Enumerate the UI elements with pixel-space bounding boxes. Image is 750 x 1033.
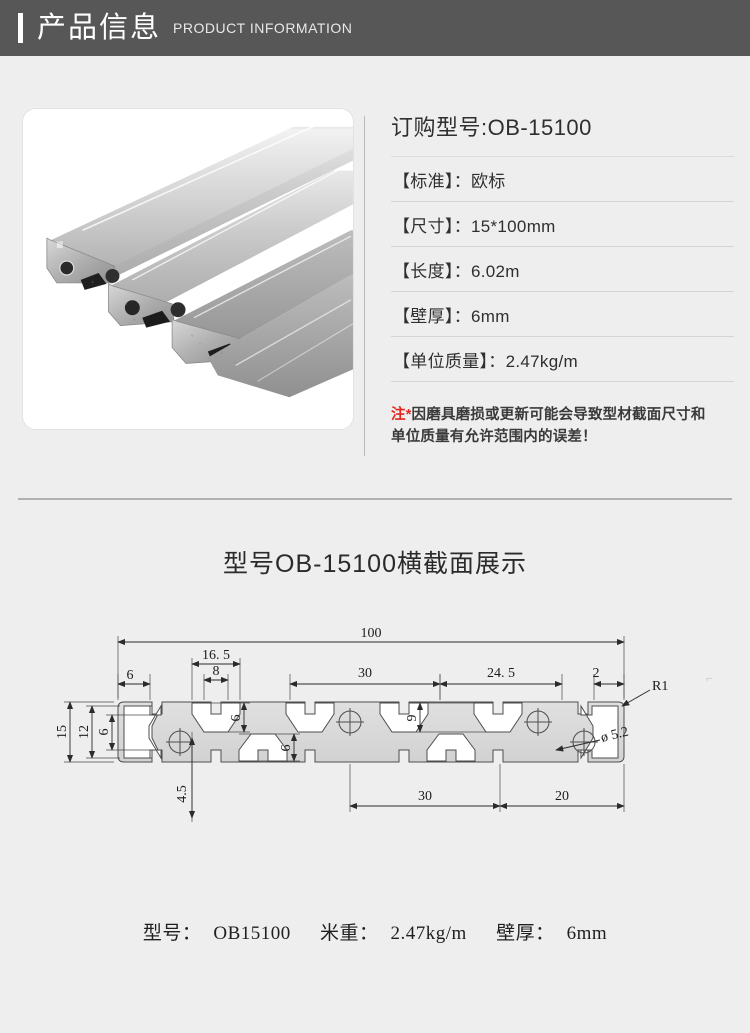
header-title-en: PRODUCT INFORMATION xyxy=(173,19,353,36)
spec-key: 【尺寸】： xyxy=(393,217,471,236)
spec-table: 【标准】：欧标 【尺寸】：15*100mm 【长度】：6.02m 【壁厚】：6m… xyxy=(391,156,734,382)
caption-thickness-value: 6mm xyxy=(566,923,608,944)
dim-slot-depth-right: 9 xyxy=(405,715,420,722)
page-header: 产品信息 PRODUCT INFORMATION xyxy=(0,0,750,56)
dim-height-total: 15 xyxy=(55,725,70,739)
dim-radius: R1 xyxy=(652,679,668,694)
technical-drawing-svg: 100 16. 5 8 6 30 24. 5 2 R1 xyxy=(55,626,712,822)
dim-hole-diameter: ø 5.2 xyxy=(599,725,630,746)
dim-right-edge: 2 xyxy=(593,666,600,681)
note-text: 因磨具磨损或更新可能会导致型材截面尺寸和单位质量有允许范围内的误差！ xyxy=(391,407,706,446)
product-spec-column: 订购型号:OB-15100 【标准】：欧标 【尺寸】：15*100mm 【长度】… xyxy=(365,108,734,464)
cross-section-drawing: 100 16. 5 8 6 30 24. 5 2 R1 xyxy=(0,622,750,892)
dim-pitch-2: 24. 5 xyxy=(487,666,515,681)
caption-thickness-key: 壁厚： xyxy=(496,923,555,944)
section-vertical-divider xyxy=(364,116,365,456)
spec-key: 【壁厚】： xyxy=(393,307,471,326)
disclaimer-note: 注*因磨具磨损或更新可能会导致型材截面尺寸和单位质量有允许范围内的误差！ xyxy=(391,404,713,449)
header-title-cn: 产品信息 xyxy=(37,11,162,44)
caption-model: 型号： OB15100 xyxy=(137,923,297,944)
caption-weight-key: 米重： xyxy=(320,923,379,944)
dim-pitch-1: 30 xyxy=(358,666,372,681)
spec-value: 6.02m xyxy=(471,262,520,281)
product-photo-card xyxy=(22,108,354,430)
dim-slot-inner: 8 xyxy=(213,664,220,679)
dim-total-width: 100 xyxy=(361,626,382,641)
note-mark: 注* xyxy=(391,407,412,423)
dim-bottom-pitch-1: 30 xyxy=(418,789,432,804)
header-accent-bar xyxy=(18,13,23,43)
spec-value: 2.47kg/m xyxy=(505,352,578,371)
table-row: 【长度】：6.02m xyxy=(391,246,734,291)
dim-slot-depth-bottom: 6 xyxy=(279,745,294,752)
spec-value: 6mm xyxy=(471,307,510,326)
dim-slot-depth-top: 6 xyxy=(229,715,244,722)
dim-bottom-pitch-2: 20 xyxy=(555,789,569,804)
caption-weight: 米重： 2.47kg/m xyxy=(314,923,473,944)
dim-slot-outer: 16. 5 xyxy=(202,648,230,663)
aluminum-profile-photo xyxy=(23,109,353,429)
caption-weight-value: 2.47kg/m xyxy=(390,923,467,944)
spec-key: 【长度】： xyxy=(393,262,471,281)
spec-value: 欧标 xyxy=(471,172,506,191)
spec-value: 15*100mm xyxy=(471,217,556,236)
watermark-mark: ⌐ xyxy=(706,673,712,685)
caption-model-value: OB15100 xyxy=(213,923,291,944)
order-model-title: 订购型号:OB-15100 xyxy=(391,115,592,140)
dim-slot-depth-left: 6 xyxy=(97,729,112,736)
page-title: 型号OB-15100横截面展示 xyxy=(223,550,527,578)
table-row: 【壁厚】：6mm xyxy=(391,291,734,336)
drawing-caption: 型号： OB15100 米重： 2.47kg/m 壁厚： 6mm xyxy=(0,918,750,945)
caption-model-key: 型号： xyxy=(142,923,202,944)
spec-key: 【标准】： xyxy=(393,172,471,191)
section-horizontal-divider xyxy=(18,498,732,500)
table-row: 【尺寸】：15*100mm xyxy=(391,201,734,246)
table-row: 【单位质量】：2.47kg/m xyxy=(391,336,734,382)
dim-left-edge: 6 xyxy=(127,668,134,683)
spec-key: 【单位质量】： xyxy=(393,352,506,371)
table-row: 【标准】：欧标 xyxy=(391,156,734,201)
dim-offset-bottom: 4.5 xyxy=(175,785,190,803)
product-info-section: 订购型号:OB-15100 【标准】：欧标 【尺寸】：15*100mm 【长度】… xyxy=(0,56,750,464)
dim-height-inner: 12 xyxy=(77,725,92,739)
caption-thickness: 壁厚： 6mm xyxy=(490,923,613,944)
